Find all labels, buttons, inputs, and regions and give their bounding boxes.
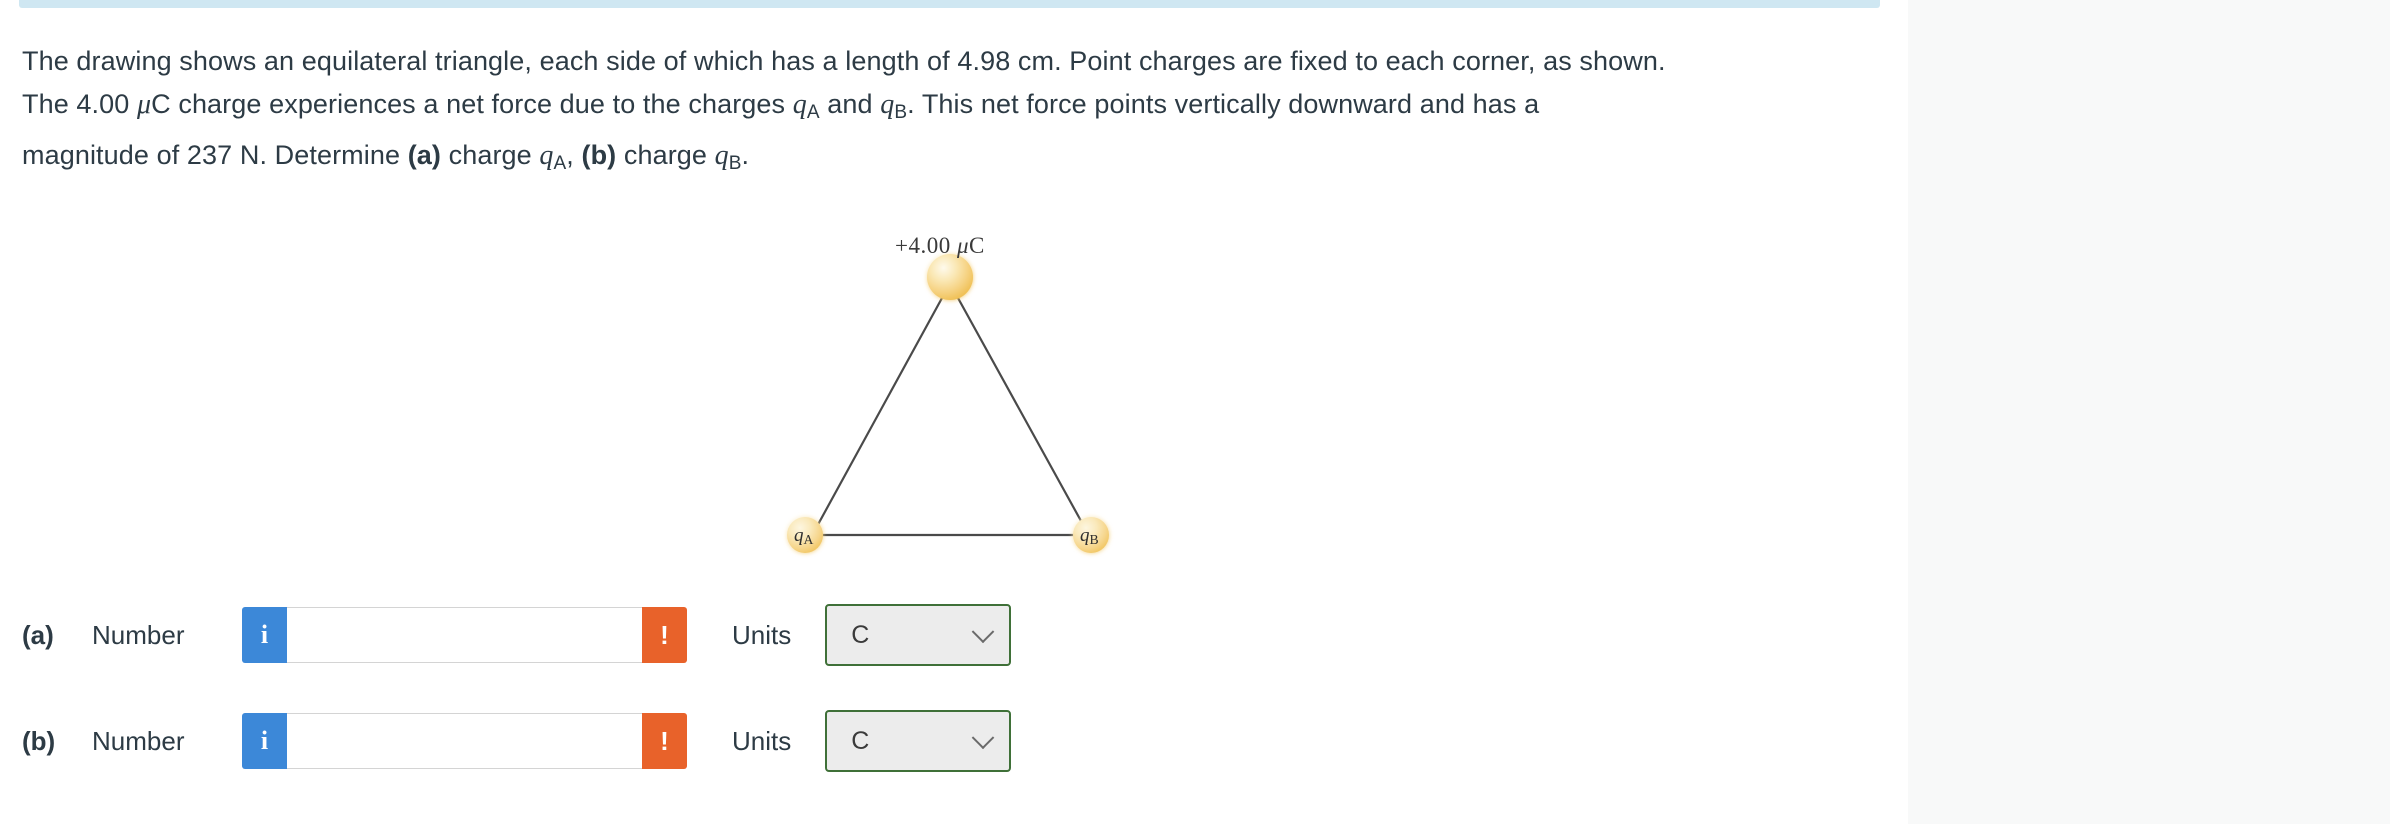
units-select-wrap-b: C: [825, 710, 1012, 772]
variable-qa: qA: [792, 89, 820, 123]
part-label-a: (a): [22, 619, 54, 650]
units-select-wrap-a: C: [825, 604, 1012, 666]
subscript-b: B: [894, 101, 908, 123]
answer-input-a[interactable]: [287, 607, 642, 663]
problem-sentence-2-mid: C charge experiences a net force due to …: [151, 89, 793, 119]
problem-sentence-2-and: and: [819, 89, 881, 119]
edge-apex-to-qa: [813, 296, 944, 532]
triangle-charge-figure: +4.00 μC qA qB: [720, 205, 1180, 575]
mu-symbol: μ: [136, 89, 152, 120]
variable-q-glyph: q: [792, 89, 807, 120]
variable-qa-2: qA: [539, 139, 567, 174]
variable-q-glyph: q: [714, 139, 729, 171]
charge-sphere-qa: [787, 517, 823, 553]
variable-q-glyph: q: [880, 89, 895, 120]
info-icon-b[interactable]: i: [242, 713, 287, 769]
charge-label-qb: qB: [1080, 525, 1099, 548]
answer-input-group-a: i !: [242, 607, 687, 663]
charge-label-qb-glyph: q: [1080, 525, 1090, 546]
problem-sentence-3-mid2: charge: [616, 139, 715, 170]
variable-q-glyph: q: [539, 139, 554, 171]
subscript-a: A: [806, 101, 820, 123]
apex-charge-label: +4.00 μC: [895, 233, 985, 259]
units-label-a: Units: [732, 619, 792, 650]
charge-sphere-qb: [1073, 517, 1109, 553]
units-select-b[interactable]: C: [825, 710, 1012, 772]
apex-charge-value: +4.00: [895, 233, 957, 258]
charge-label-qa: qA: [794, 525, 813, 548]
apex-charge-unit: C: [969, 233, 985, 258]
problem-sentence-3-comma: ,: [566, 139, 582, 170]
variable-qb: qB: [880, 89, 908, 123]
problem-sentence-2-tail: . This net force points vertically downw…: [907, 89, 1540, 119]
answer-input-b[interactable]: [287, 713, 642, 769]
figure-svg: [787, 254, 1109, 553]
part-label-b: (b): [22, 725, 56, 756]
units-label-b: Units: [732, 725, 792, 756]
triangle-edges: [813, 296, 1088, 537]
inline-label-b: (b): [581, 139, 617, 170]
charge-label-qa-glyph: q: [794, 525, 804, 546]
problem-sentence-3-period: .: [741, 139, 750, 170]
answer-row-b: (b) Number i ! Units C: [22, 710, 1012, 772]
charge-label-qb-sub: B: [1089, 532, 1099, 547]
inline-label-a: (a): [407, 139, 442, 170]
number-label-b: Number: [92, 725, 185, 756]
problem-sentence-3-mid1: charge: [441, 139, 540, 170]
info-icon-a[interactable]: i: [242, 607, 287, 663]
answer-row-a: (a) Number i ! Units C: [22, 604, 1012, 666]
problem-statement: The drawing shows an equilateral triangl…: [22, 40, 1892, 185]
units-select-a[interactable]: C: [825, 604, 1012, 666]
top-accent-bar: [19, 0, 1880, 8]
problem-sentence-1: The drawing shows an equilateral triangl…: [22, 46, 1666, 76]
variable-qb-2: qB: [714, 139, 742, 174]
subscript-b-2: B: [728, 152, 742, 174]
answer-input-group-b: i !: [242, 713, 687, 769]
content-panel: The drawing shows an equilateral triangl…: [19, 0, 1892, 772]
subscript-a-2: A: [553, 152, 567, 174]
mu-symbol-figure: μ: [956, 233, 970, 258]
edge-apex-to-qb: [956, 296, 1088, 532]
problem-sentence-3-prefix: magnitude of 237 N. Determine: [22, 139, 408, 170]
alert-icon-a[interactable]: !: [642, 607, 687, 663]
problem-sentence-2-prefix: The 4.00: [22, 89, 137, 119]
alert-icon-b[interactable]: !: [642, 713, 687, 769]
number-label-a: Number: [92, 619, 185, 650]
charge-label-qa-sub: A: [803, 532, 814, 547]
apex-charge-sphere: [927, 254, 973, 300]
